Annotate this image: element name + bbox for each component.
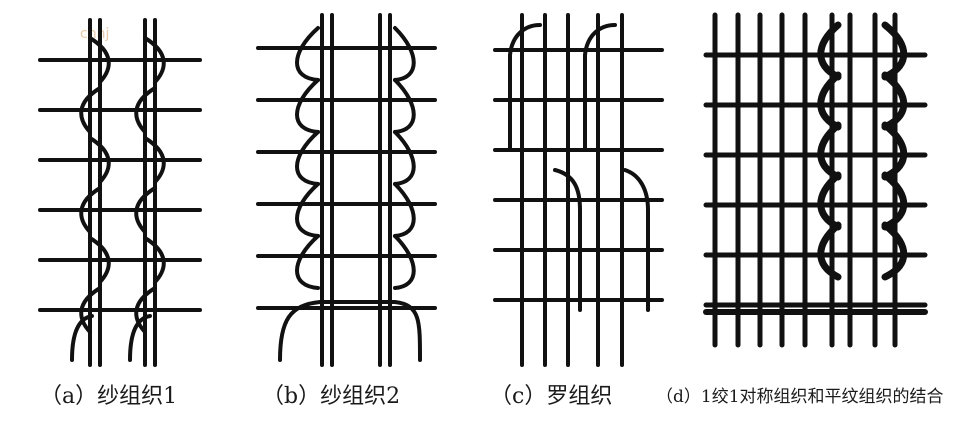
crossing-yarn — [79, 86, 102, 134]
caption-d: （d）1绞1对称组织和平纹组织的结合 — [656, 387, 944, 407]
crossing-yarn — [295, 234, 320, 290]
panel-b-gauze-weave-2 — [256, 13, 437, 367]
crossing-yarn — [143, 236, 166, 284]
crossing-yarn — [817, 21, 842, 81]
crossing-yarn — [817, 221, 842, 281]
watermark-text: chnj — [80, 26, 110, 42]
crossing-yarn — [393, 78, 416, 134]
crossing-yarn — [88, 236, 111, 284]
crossing-yarn — [295, 182, 320, 238]
crossing-yarn — [128, 314, 152, 362]
crossing-yarn — [393, 234, 416, 290]
crossing-yarn — [295, 78, 320, 134]
crossing-yarn — [70, 314, 94, 362]
crossing-yarn — [79, 286, 102, 334]
crossing-yarn — [393, 26, 416, 82]
crossing-yarn — [881, 171, 908, 231]
crossing-yarn — [143, 36, 166, 84]
panel-c-leno-weave — [493, 13, 664, 367]
crossing-yarn — [583, 23, 617, 152]
caption-b: （b）纱组织2 — [262, 384, 401, 409]
crossing-yarn — [295, 130, 320, 186]
crossing-yarn — [295, 26, 320, 82]
crossing-yarn — [881, 21, 908, 81]
crossing-yarn — [134, 286, 157, 334]
crossing-yarn — [79, 186, 102, 234]
panel-a-gauze-weave-1 — [38, 18, 202, 367]
crossing-yarn — [393, 130, 416, 186]
caption-a: （a）纱组织1 — [40, 384, 178, 409]
caption-c: （c）罗组织 — [490, 384, 613, 409]
crossing-yarn — [881, 121, 908, 181]
crossing-yarn — [134, 86, 157, 134]
crossing-yarn — [881, 71, 908, 131]
crossing-yarn — [817, 71, 842, 131]
crossing-yarn — [553, 168, 582, 312]
crossing-yarn — [623, 168, 650, 312]
crossing-yarn — [88, 136, 111, 184]
crossing-yarn — [143, 136, 166, 184]
crossing-yarn — [278, 300, 422, 362]
panel-d-combined-weave — [703, 12, 928, 348]
crossing-yarn — [881, 221, 908, 281]
crossing-yarn — [508, 23, 542, 152]
crossing-yarn — [817, 171, 842, 231]
crossing-yarn — [88, 36, 111, 84]
crossing-yarn — [134, 186, 157, 234]
crossing-yarn — [817, 121, 842, 181]
crossing-yarn — [393, 182, 416, 238]
